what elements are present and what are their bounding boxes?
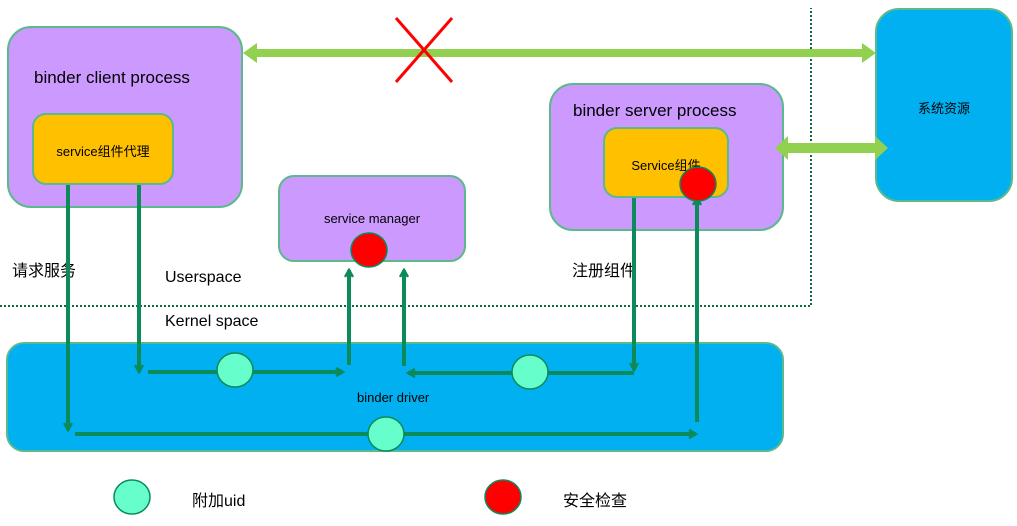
client-process-label: binder client process [34,68,190,87]
client-resource-arrow [243,43,876,63]
attach-uid-marker [511,354,549,390]
legend-security-check-label: 安全检查 [563,493,628,510]
security-check-marker [350,232,388,268]
server-component-label: Service组件 [631,158,701,173]
blocked-double-arrow [243,43,876,63]
legend-attach-uid-icon [113,479,151,515]
security-check-marker [679,166,717,202]
blocked-x-icon [394,17,454,83]
kernel-space-label: Kernel space [165,313,259,330]
client-proxy-box[interactable]: service组件代理 [32,113,174,185]
server-resource-arrow [775,136,888,160]
userspace-boundary-line [0,8,812,307]
system-resource-label: 系统资源 [917,101,970,116]
legend-security-check-icon [484,479,522,515]
system-resource-box[interactable]: 系统资源 [875,8,1013,202]
register-component-label: 注册组件 [572,263,637,280]
client-proxy-label: service组件代理 [56,144,150,159]
legend-attach-uid-label: 附加uid [192,493,246,510]
attach-uid-marker [367,416,405,452]
request-service-label: 请求服务 [12,263,77,280]
binder-driver-label: binder driver [357,390,430,405]
service-manager-label: service manager [323,211,421,226]
userspace-label: Userspace [165,269,242,286]
attach-uid-marker [216,352,254,388]
server-process-label: binder server process [573,101,737,120]
